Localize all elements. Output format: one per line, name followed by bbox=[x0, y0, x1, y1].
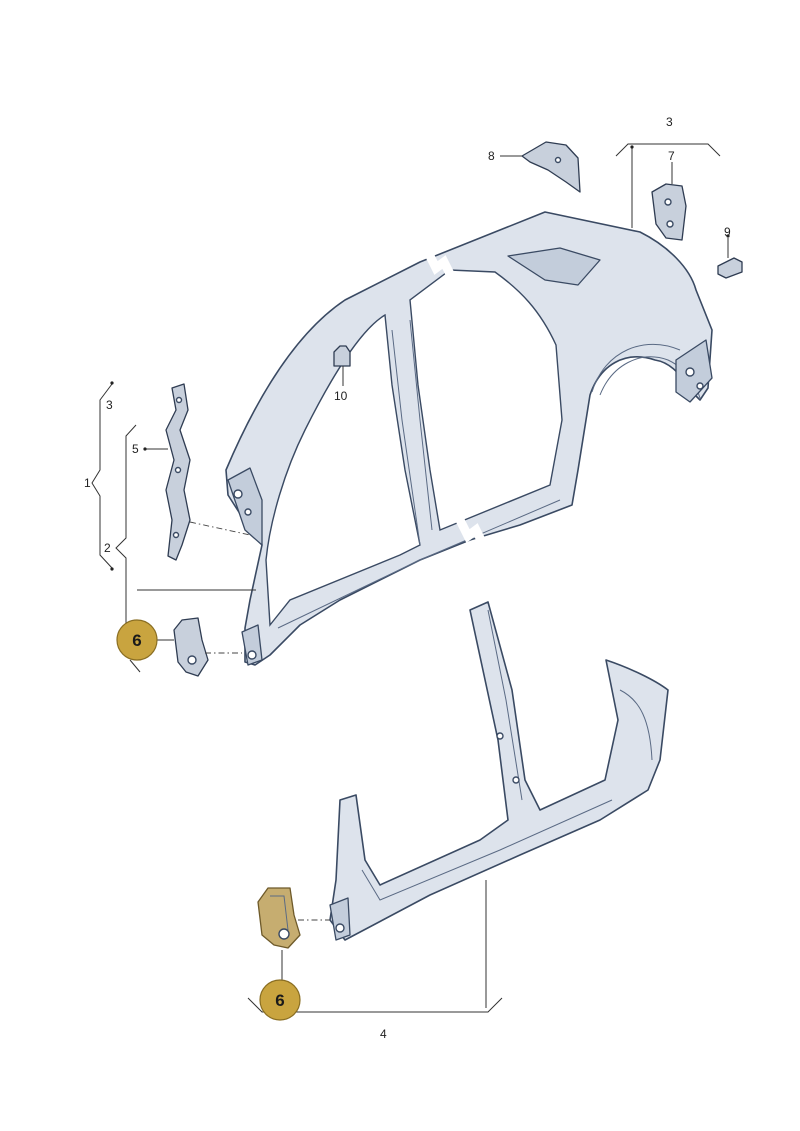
label-5: 5 bbox=[132, 442, 139, 456]
label-10: 10 bbox=[334, 389, 348, 403]
part-5-bracket bbox=[165, 383, 191, 561]
label-1: 1 bbox=[84, 476, 91, 490]
part-9-plug bbox=[717, 257, 743, 279]
label-2: 2 bbox=[104, 541, 111, 555]
part-10-clip bbox=[333, 345, 351, 367]
callout-6-upper-text: 6 bbox=[132, 631, 141, 650]
label-3-top: 3 bbox=[666, 115, 673, 129]
part-7-plate bbox=[651, 183, 687, 241]
callout-6-lower: 6 bbox=[259, 979, 301, 1021]
part-6-bracket-lower bbox=[257, 887, 301, 949]
callout-6-lower-text: 6 bbox=[275, 991, 284, 1010]
break-marks-upper bbox=[423, 249, 489, 549]
part-6-bracket-upper bbox=[173, 617, 209, 677]
callout-6-upper: 6 bbox=[116, 619, 158, 661]
label-3-left: 3 bbox=[106, 398, 113, 412]
side-sill-lower bbox=[329, 601, 669, 941]
label-8: 8 bbox=[488, 149, 495, 163]
label-7: 7 bbox=[668, 149, 675, 163]
side-panel-upper bbox=[225, 211, 713, 666]
leader-lines bbox=[91, 143, 729, 1013]
part-8-bracket bbox=[521, 141, 581, 193]
part-labels: 1 2 3 3 4 5 7 8 9 10 bbox=[84, 115, 731, 1041]
label-4: 4 bbox=[380, 1027, 387, 1041]
label-9: 9 bbox=[724, 225, 731, 239]
